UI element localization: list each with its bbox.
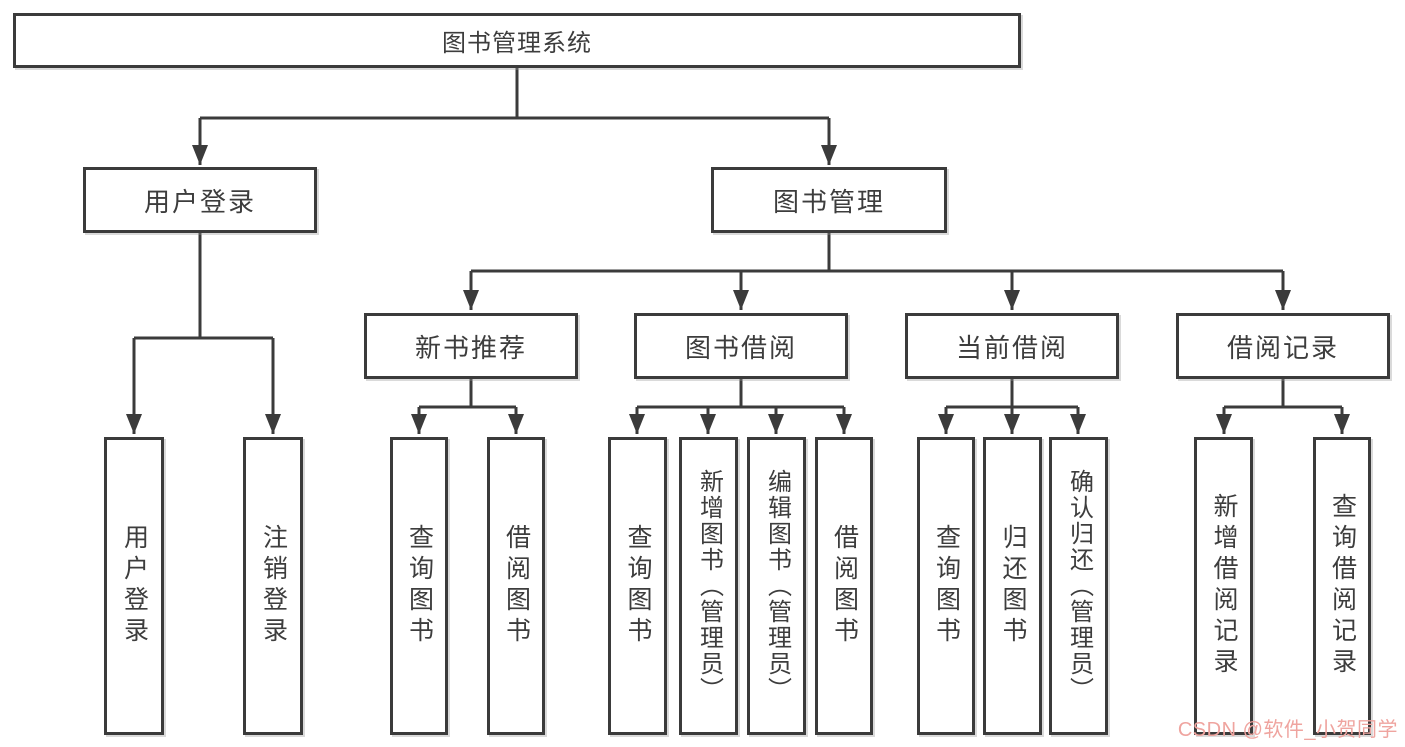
leaf-query-books-current: 查询图书 (917, 437, 975, 735)
node-book-management: 图书管理 (711, 167, 947, 233)
leaf-borrow-books-recommend: 借阅图书 (487, 437, 545, 735)
node-borrowing-records-label: 借阅记录 (1226, 332, 1339, 363)
node-user-login: 用户登录 (83, 167, 317, 233)
node-borrowing-records: 借阅记录 (1176, 313, 1390, 379)
node-current-borrowing-label: 当前借阅 (955, 332, 1068, 363)
node-book-borrowing: 图书借阅 (634, 313, 848, 379)
node-root: 图书管理系统 (13, 13, 1021, 68)
watermark: CSDN @软件_小贺同学 (1177, 719, 1398, 741)
leaf-add-book-admin: 新增图书（管理员） (679, 437, 738, 735)
leaf-query-books-recommend: 查询图书 (390, 437, 448, 735)
node-user-login-label: 用户登录 (143, 186, 256, 217)
leaf-confirm-return-admin: 确认归还（管理员） (1049, 437, 1108, 735)
node-new-book-recommendation-label: 新书推荐 (414, 332, 527, 363)
node-root-label: 图书管理系统 (442, 30, 592, 57)
leaf-query-borrow-record: 查询借阅记录 (1313, 437, 1371, 735)
leaf-return-books: 归还图书 (983, 437, 1042, 735)
node-book-management-label: 图书管理 (772, 186, 885, 217)
node-new-book-recommendation: 新书推荐 (364, 313, 578, 379)
leaf-edit-book-admin: 编辑图书（管理员） (747, 437, 806, 735)
node-book-borrowing-label: 图书借阅 (684, 332, 797, 363)
leaf-user-login: 用户登录 (104, 437, 164, 735)
leaf-logout: 注销登录 (243, 437, 303, 735)
node-current-borrowing: 当前借阅 (905, 313, 1119, 379)
leaf-query-books-borrow: 查询图书 (608, 437, 667, 735)
leaf-add-borrow-record: 新增借阅记录 (1194, 437, 1253, 735)
leaf-borrow-books: 借阅图书 (815, 437, 873, 735)
